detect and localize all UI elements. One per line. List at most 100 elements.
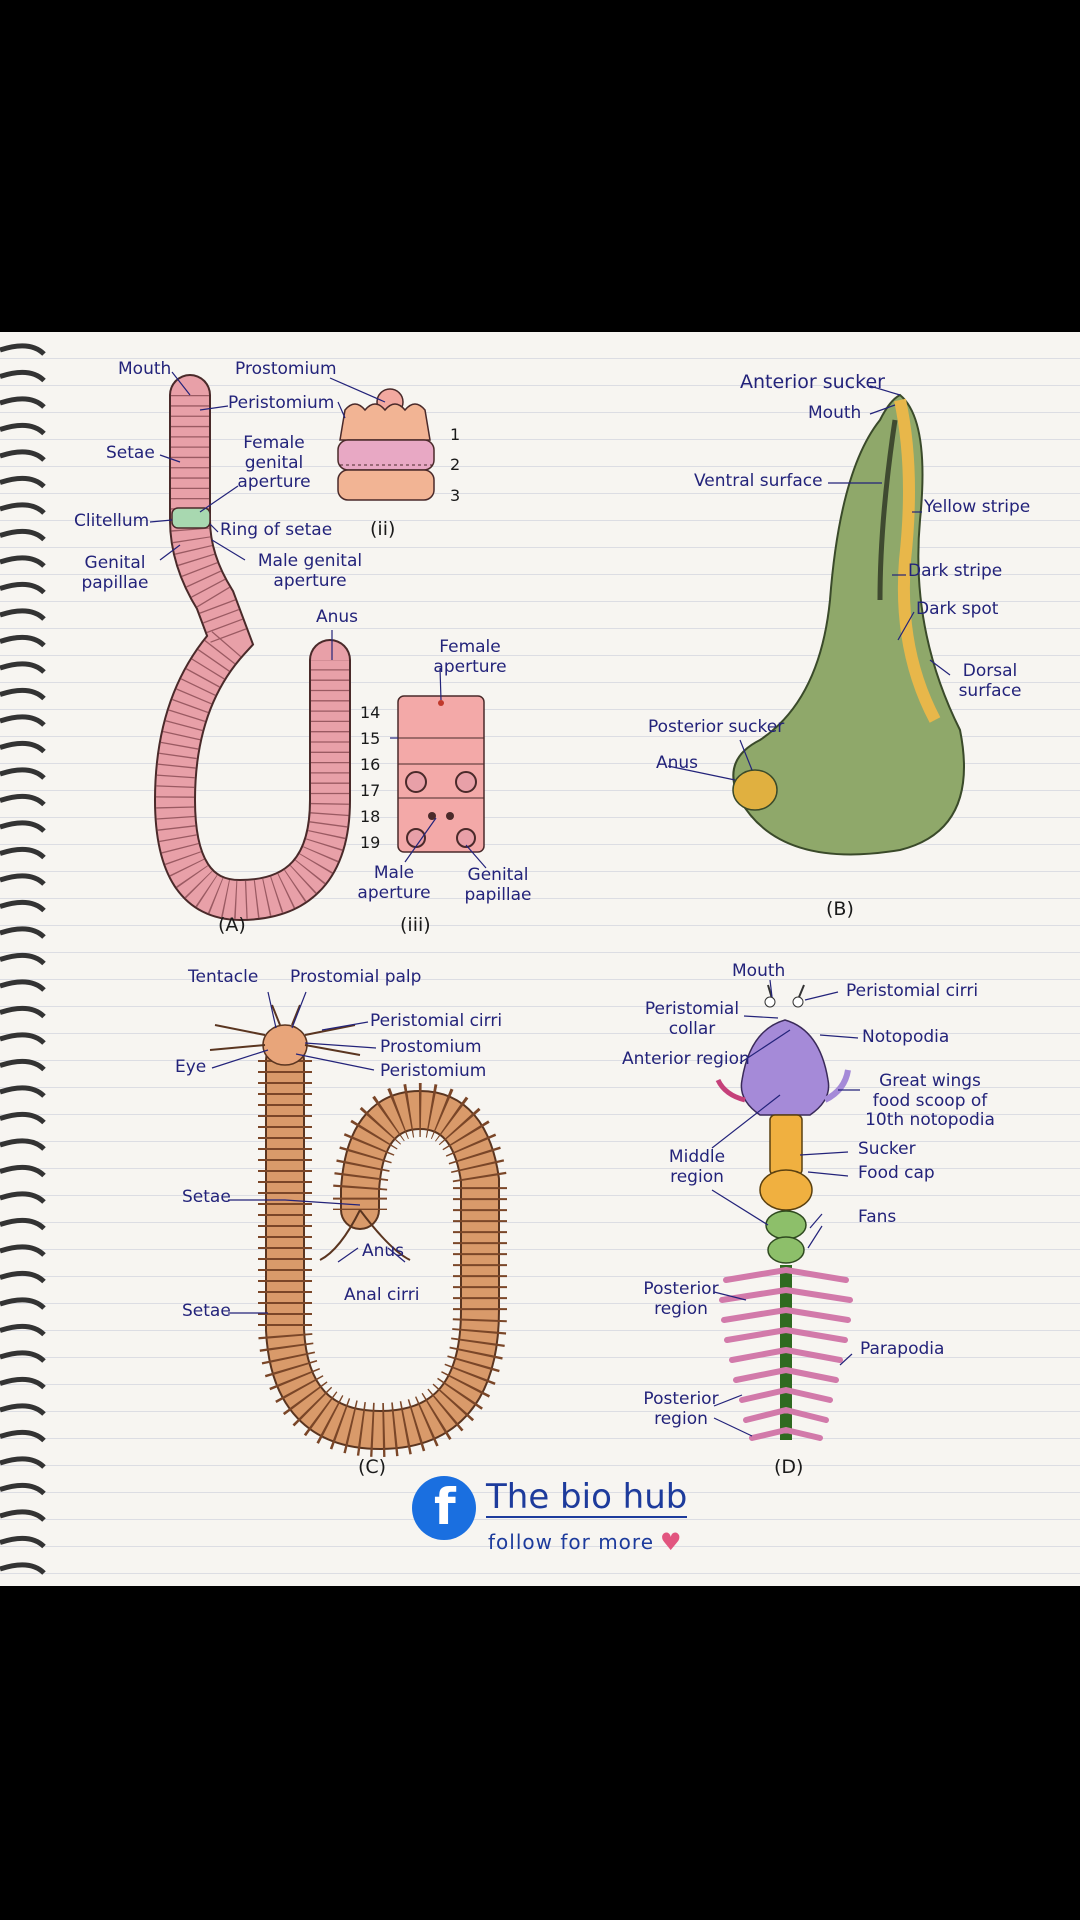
spiral-ring [0, 528, 46, 542]
spiral-ring [0, 1032, 46, 1045]
label-mouth-b: Mouth [808, 403, 862, 423]
spiral-ring [0, 767, 46, 780]
spiral-ring [0, 581, 46, 595]
spiral-ring [0, 1535, 46, 1549]
label-anal-cirri: Anal cirri [344, 1285, 420, 1305]
spiral-ring [0, 846, 46, 860]
label-mouth-d: Mouth [732, 961, 786, 981]
segment-number: 1 [450, 425, 461, 444]
spiral-ring [0, 1164, 46, 1178]
spiral-ring [0, 873, 46, 886]
label-middle-region: Middle region [668, 1147, 726, 1187]
label-peristomial-cirri-c: Peristomial cirri [370, 1011, 503, 1031]
label-anus-b: Anus [656, 753, 699, 773]
brand-subtitle: follow for more [488, 1530, 655, 1554]
spiral-ring [0, 926, 46, 939]
nereis-drawing [209, 1004, 507, 1458]
spiral-ring [0, 740, 46, 754]
inset-iii-drawing [397, 695, 485, 853]
spiral-ring [0, 1456, 46, 1469]
spiral-ring [0, 979, 46, 992]
spiral-ring [0, 952, 46, 966]
spiral-ring [0, 1429, 46, 1443]
label-notopodia: Notopodia [862, 1027, 950, 1047]
spiral-ring [0, 502, 46, 515]
spiral-ring [0, 1111, 46, 1125]
caption-c: (C) [358, 1456, 387, 1478]
label-peristomial-cirri-d: Peristomial cirri [846, 981, 979, 1001]
label-female-genital-aperture: Female genital aperture [237, 433, 311, 493]
label-genital-papillae-iii: Genital papillae [464, 865, 532, 905]
label-food-cap: Food cap [858, 1163, 935, 1183]
spiral-binding [0, 343, 46, 1575]
label-male-genital-aperture: Male genital aperture [257, 551, 363, 591]
label-setae-c1: Setae [182, 1187, 231, 1207]
spiral-ring [0, 555, 46, 568]
caption-d: (D) [774, 1456, 804, 1478]
label-dark-stripe: Dark stripe [908, 561, 1003, 581]
label-sucker: Sucker [858, 1139, 916, 1159]
label-yellow-stripe: Yellow stripe [924, 497, 1031, 517]
spiral-ring [0, 793, 46, 807]
spiral-ring [0, 343, 46, 356]
label-genital-papillae-a: Genital papillae [81, 553, 149, 593]
spiral-ring [0, 1350, 46, 1363]
spiral-ring [0, 714, 46, 727]
label-setae-a: Setae [106, 443, 155, 463]
label-great-wings: Great wings food scoop of 10th notopodia [865, 1071, 995, 1131]
spiral-ring [0, 661, 46, 674]
segment-number: 14 [360, 703, 381, 722]
inset-ii-drawing [337, 388, 435, 501]
label-posterior-region-1: Posterior region [643, 1279, 719, 1319]
label-mouth-a: Mouth [118, 359, 172, 379]
spiral-ring [0, 1005, 46, 1019]
segment-number: 3 [450, 486, 461, 505]
leech-drawing [732, 393, 965, 856]
heart-icon: ♥ [660, 1528, 682, 1556]
spiral-ring [0, 1323, 46, 1337]
label-setae-c2: Setae [182, 1301, 231, 1321]
label-posterior-region-2: Posterior region [643, 1389, 719, 1429]
brand-title[interactable]: The bio hub [486, 1477, 688, 1518]
segment-number: 2 [450, 455, 461, 474]
spiral-ring [0, 820, 46, 833]
label-prostomium-a: Prostomium [235, 359, 337, 379]
caption-a: (A) [218, 914, 246, 936]
caption-ii: (ii) [370, 518, 396, 540]
label-prostomial-palp: Prostomial palp [290, 967, 422, 987]
segment-number: 19 [360, 833, 381, 852]
label-eye: Eye [175, 1057, 207, 1077]
label-tentacle: Tentacle [188, 967, 259, 987]
caption-iii: (iii) [400, 914, 431, 936]
label-peristomial-collar: Peristomial collar [644, 999, 740, 1039]
spiral-ring [0, 899, 46, 913]
chaetopterus-drawing [715, 984, 853, 1441]
label-anus-a: Anus [316, 607, 359, 627]
label-posterior-sucker: Posterior sucker [648, 717, 785, 737]
label-male-aperture: Male aperture [357, 863, 431, 903]
facebook-icon[interactable]: f [412, 1476, 476, 1540]
spiral-ring [0, 475, 46, 489]
label-female-aperture: Female aperture [433, 637, 507, 677]
spiral-ring [0, 1297, 46, 1310]
label-parapodia: Parapodia [860, 1339, 945, 1359]
spiral-ring [0, 1058, 46, 1072]
label-anterior-sucker: Anterior sucker [740, 371, 885, 393]
spiral-ring [0, 422, 46, 436]
caption-b: (B) [826, 898, 854, 920]
label-peristomium-c: Peristomium [380, 1061, 487, 1081]
spiral-ring [0, 608, 46, 621]
spiral-ring [0, 1270, 46, 1284]
spiral-ring [0, 1482, 46, 1496]
spiral-ring [0, 1562, 46, 1575]
spiral-ring [0, 1138, 46, 1151]
spiral-ring [0, 449, 46, 462]
spiral-ring [0, 1085, 46, 1098]
segment-number: 16 [360, 755, 381, 774]
label-anterior-region: Anterior region [622, 1049, 750, 1069]
spiral-ring [0, 634, 46, 648]
spiral-ring [0, 687, 46, 701]
spiral-ring [0, 1376, 46, 1390]
label-dorsal-surface: Dorsal surface [958, 661, 1022, 701]
